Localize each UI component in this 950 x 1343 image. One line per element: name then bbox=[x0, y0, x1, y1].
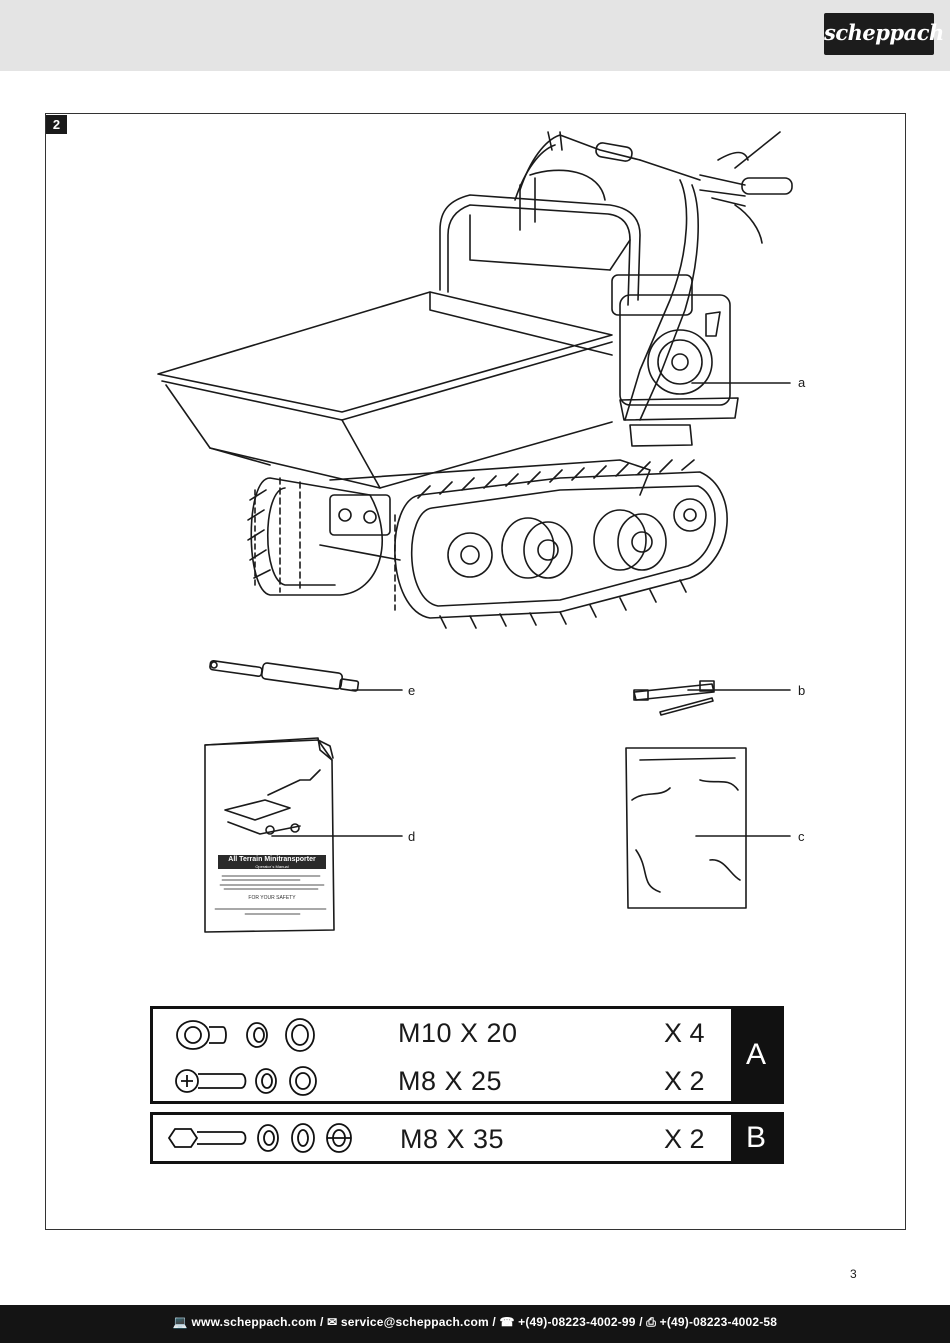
parts-drawing bbox=[157, 131, 793, 933]
gas-spring-drawing bbox=[209, 660, 403, 692]
bolt-m8-icon bbox=[175, 1069, 247, 1093]
count-m8x35: X 2 bbox=[664, 1124, 705, 1154]
spring-washer-icon bbox=[257, 1124, 279, 1152]
set-letter-a: A bbox=[731, 1009, 781, 1101]
header-bar bbox=[0, 0, 950, 71]
label-e: e bbox=[408, 683, 416, 698]
bag-drawing bbox=[625, 747, 791, 909]
left-track-drawing bbox=[247, 477, 383, 596]
spring-washer-icon bbox=[255, 1068, 277, 1094]
hardware-table-a: M10 X 20 X 4 M8 X 25 X 2 A bbox=[150, 1006, 784, 1104]
figure-frame bbox=[45, 113, 906, 1230]
manual-subtitle: Operator´s Manual bbox=[255, 864, 289, 869]
bucket-drawing bbox=[157, 291, 613, 489]
set-letter-b: B bbox=[731, 1115, 781, 1161]
count-m8x25: X 2 bbox=[664, 1066, 705, 1096]
label-a: a bbox=[798, 375, 806, 390]
label-c: c bbox=[798, 829, 805, 844]
label-b: b bbox=[798, 683, 806, 698]
spring-washer-icon bbox=[246, 1022, 268, 1048]
bolt-m10-icon bbox=[176, 1020, 227, 1050]
scheppach-logo[interactable]: scheppach bbox=[824, 13, 944, 55]
right-track-drawing bbox=[394, 459, 728, 629]
spec-m8x35: M8 X 35 bbox=[400, 1124, 505, 1154]
pins-drawing bbox=[633, 680, 791, 716]
washer-icon bbox=[285, 1018, 315, 1052]
footer-contact-bar: 💻 www.scheppach.com / ✉ service@scheppac… bbox=[0, 1305, 950, 1343]
label-d: d bbox=[408, 829, 416, 844]
logo-text: scheppach bbox=[824, 20, 944, 45]
manual-drawing bbox=[204, 737, 403, 933]
hardware-table-b: M8 X 35 X 2 B bbox=[150, 1112, 784, 1164]
hex-nut-icon bbox=[326, 1123, 352, 1153]
hardware-icons-a bbox=[175, 1018, 317, 1096]
footer-contact-text[interactable]: 💻 www.scheppach.com / ✉ service@scheppac… bbox=[172, 1315, 778, 1329]
manual-title: All Terrain Minitransporter bbox=[228, 856, 316, 863]
spec-m8x25: M8 X 25 bbox=[398, 1066, 503, 1096]
figure-number: 2 bbox=[46, 115, 67, 134]
chassis-drawing bbox=[319, 459, 651, 561]
manual-section: FOR YOUR SAFETY bbox=[248, 895, 296, 901]
handlebar-drawing bbox=[514, 131, 793, 421]
page-number: 3 bbox=[850, 1267, 857, 1281]
washer-icon bbox=[289, 1066, 317, 1096]
hex-bolt-icon bbox=[167, 1128, 247, 1148]
spec-m10x20: M10 X 20 bbox=[398, 1018, 518, 1048]
engine-drawing bbox=[611, 274, 791, 447]
hardware-icons-b bbox=[167, 1123, 352, 1153]
count-m10x20: X 4 bbox=[664, 1018, 705, 1048]
guard-frame bbox=[439, 169, 641, 306]
washer-icon bbox=[291, 1123, 315, 1153]
